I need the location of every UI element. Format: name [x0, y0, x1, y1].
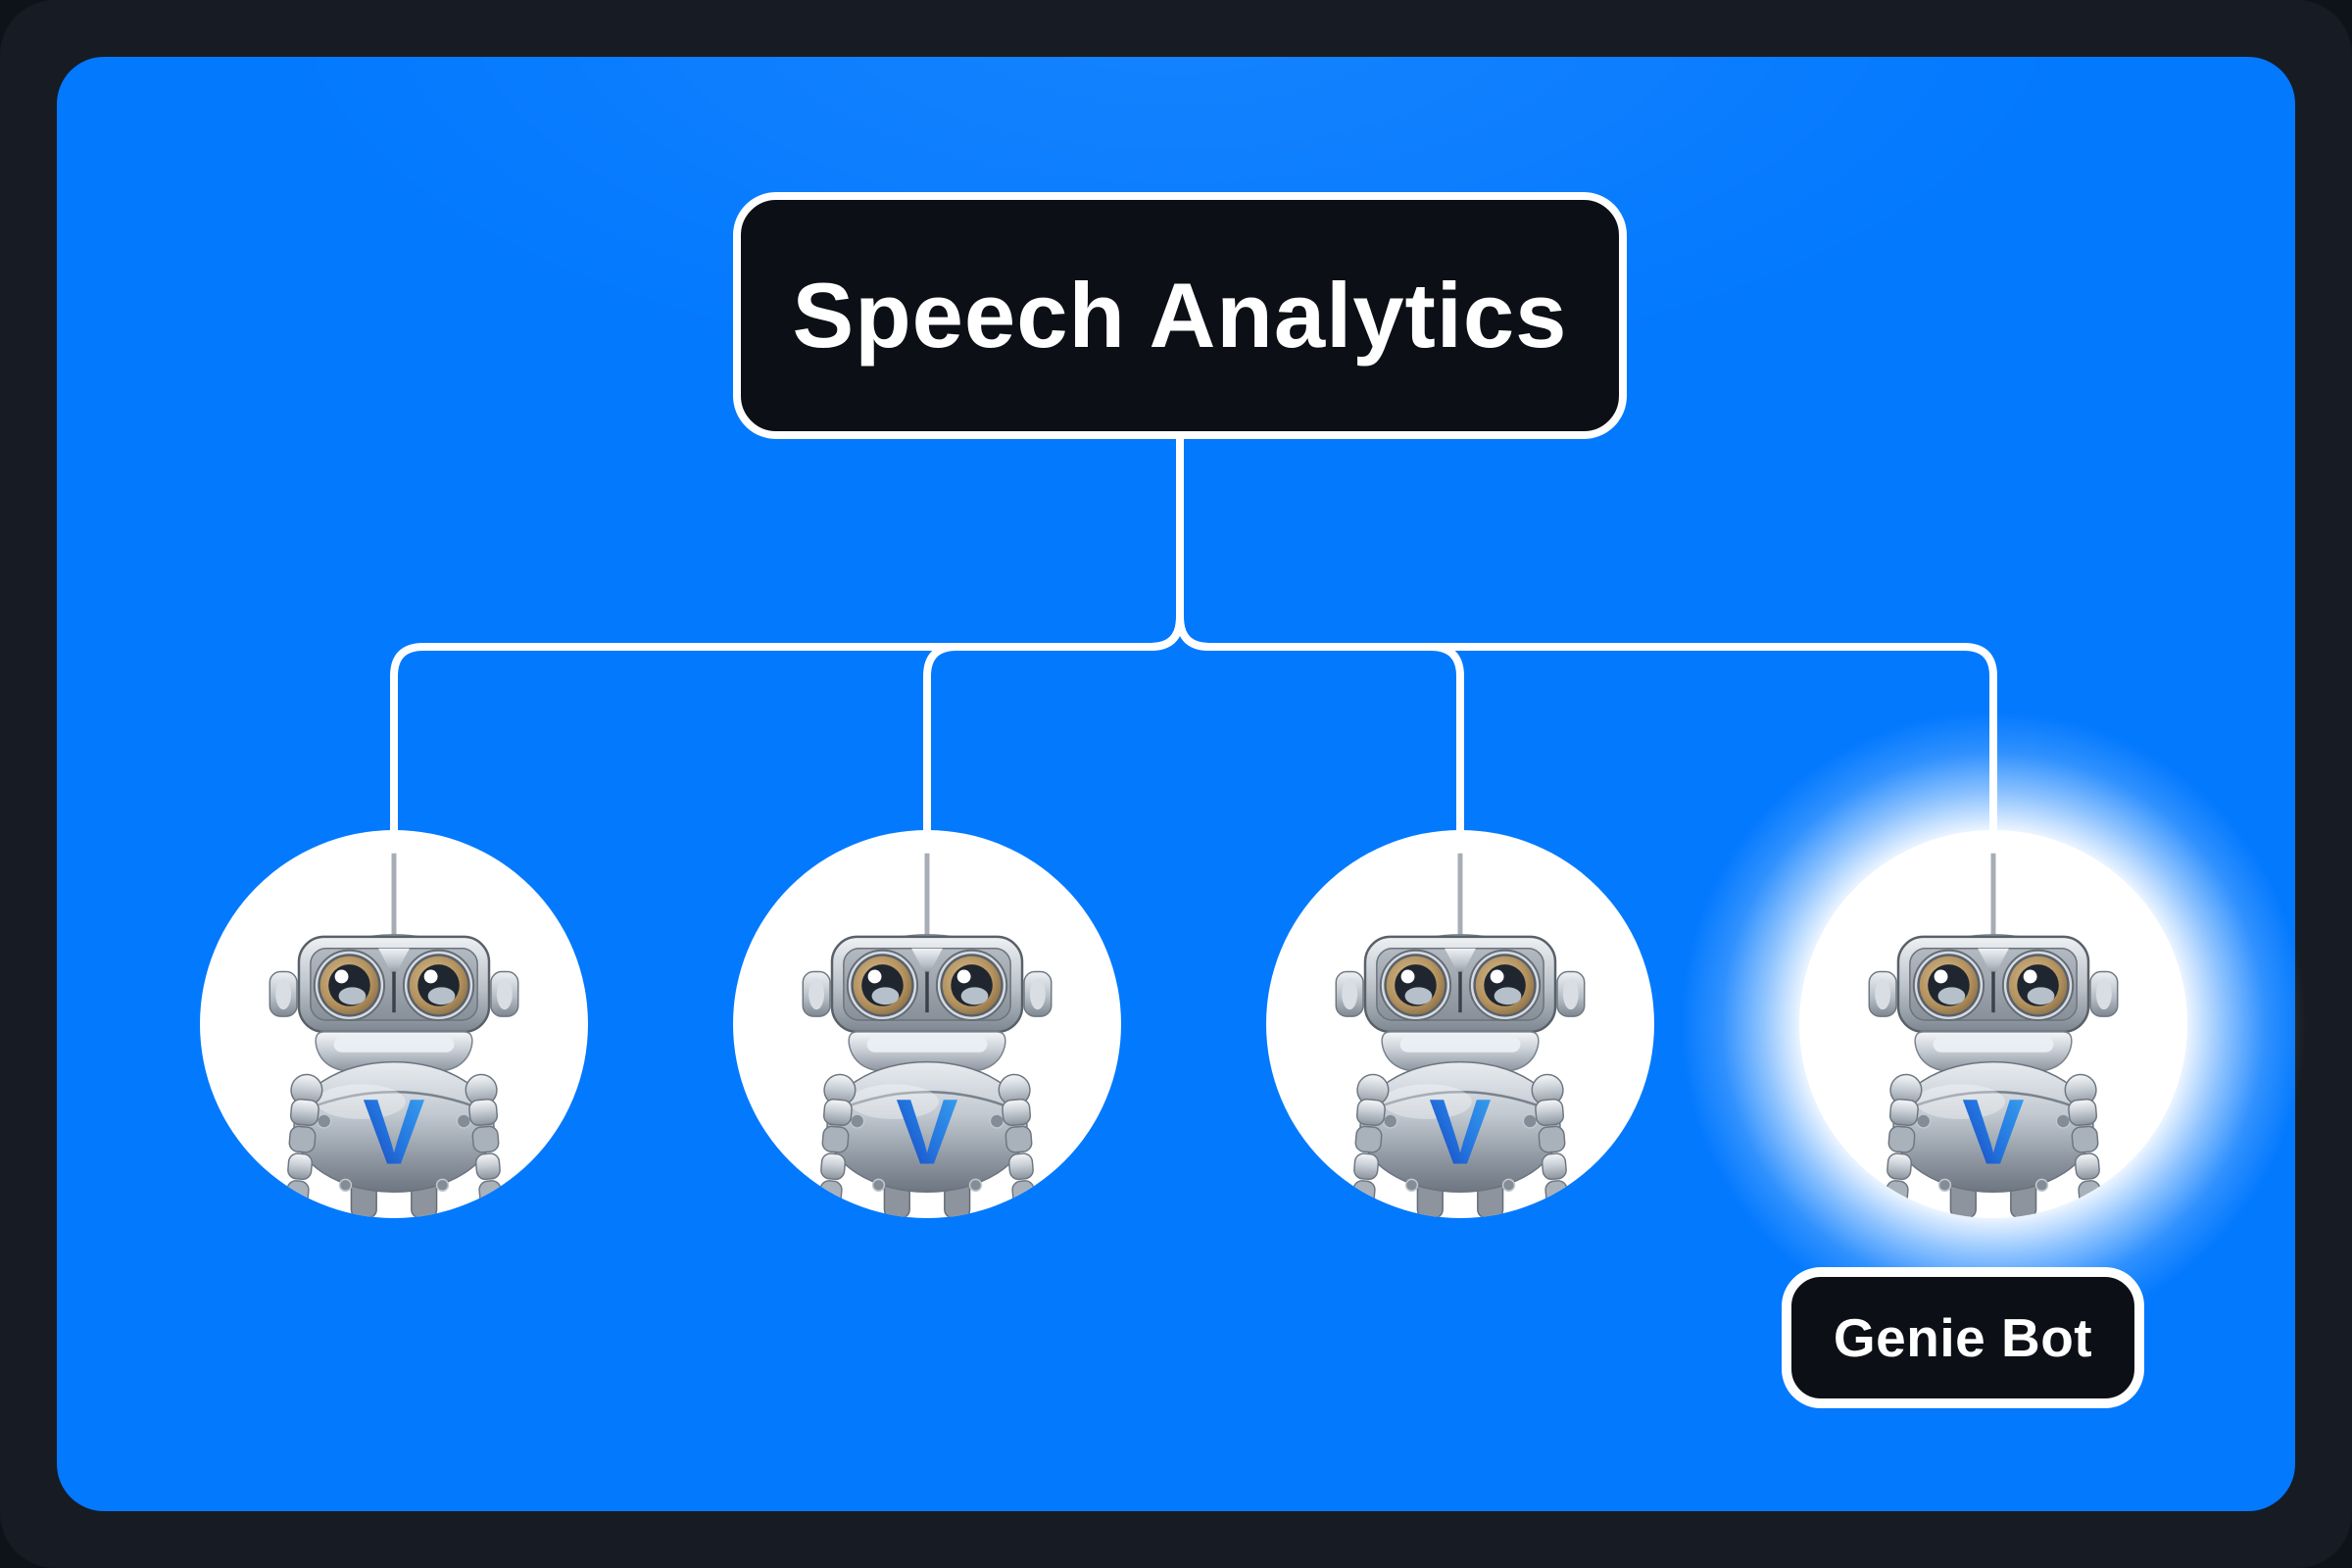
robot-avatar-icon	[733, 830, 1121, 1218]
genie-bot-badge: Genie Bot	[1782, 1267, 2144, 1408]
robot-avatar-icon	[1799, 830, 2187, 1218]
genie-bot-badge-label: Genie Bot	[1833, 1307, 2093, 1368]
robot-avatar-icon	[200, 830, 588, 1218]
robot-node-1	[200, 830, 588, 1218]
robot-node-genie	[1799, 830, 2187, 1218]
robot-node-3	[1266, 830, 1654, 1218]
root-node-label: Speech Analytics	[792, 264, 1568, 367]
robot-avatar-icon	[1266, 830, 1654, 1218]
robot-node-2	[733, 830, 1121, 1218]
root-node-speech-analytics: Speech Analytics	[733, 192, 1627, 439]
